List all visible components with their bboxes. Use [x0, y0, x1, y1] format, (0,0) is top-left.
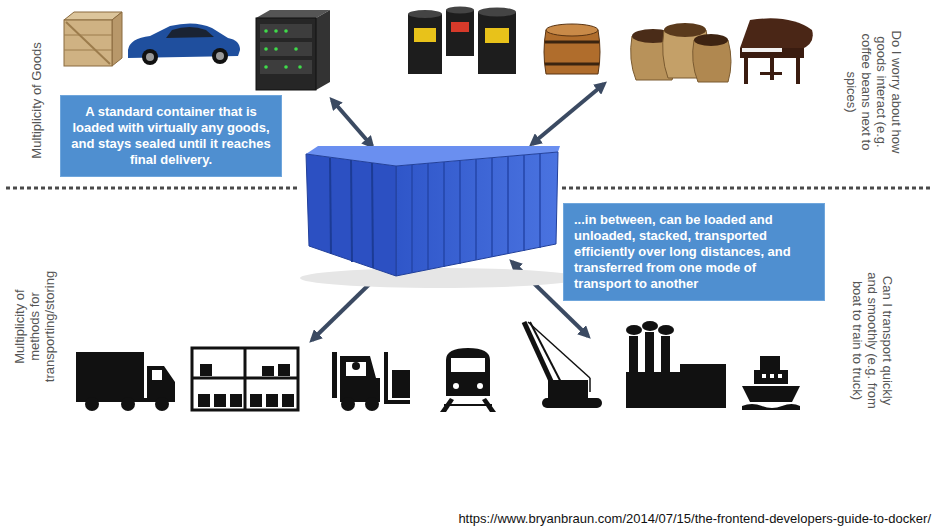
piano-icon — [740, 18, 813, 84]
factory-icon — [626, 321, 726, 408]
callout-text: A standard container that is loaded with… — [71, 104, 271, 168]
car-icon — [128, 23, 240, 65]
barrel-icon — [544, 24, 600, 74]
side-caption: Can I transport quickly and smoothly (e.… — [850, 271, 895, 409]
crane-icon — [524, 322, 602, 408]
source-url: https://www.bryanbraun.com/2014/07/15/th… — [458, 511, 931, 527]
side-caption: Multiplicity of methods for transporting… — [12, 264, 57, 389]
forklift-icon — [332, 352, 410, 411]
train-icon — [440, 348, 496, 412]
side-caption: Do I worry about how goods interact (e.g… — [843, 30, 903, 155]
callout-text: ...in between, can be loaded and unloade… — [574, 212, 814, 292]
server-icon — [256, 10, 330, 90]
drums-icon — [408, 7, 516, 75]
shipping-container — [300, 146, 580, 288]
crate-icon — [64, 12, 122, 66]
callout-box: A standard container that is loaded with… — [60, 95, 282, 177]
truck-icon — [76, 352, 175, 411]
sacks-icon — [631, 23, 731, 82]
callout-box: ...in between, can be loaded and unloade… — [563, 203, 825, 301]
ship-icon — [742, 356, 800, 410]
rack-icon — [192, 348, 298, 410]
side-caption: Multiplicity of Goods — [29, 18, 44, 183]
